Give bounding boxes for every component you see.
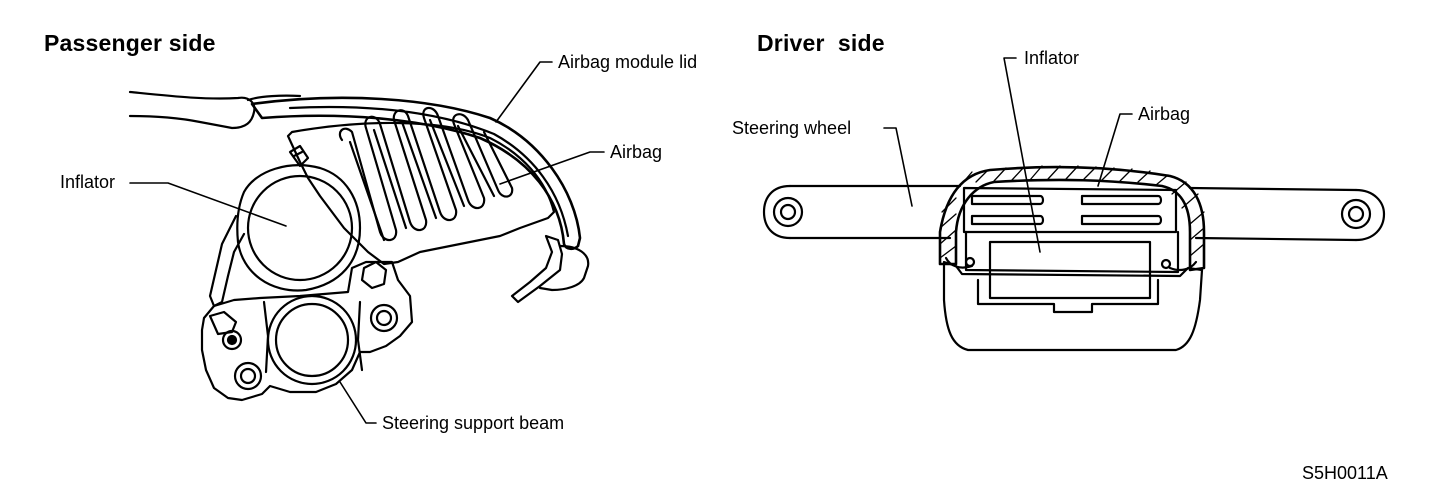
label-steering-support-beam: Steering support beam [382, 413, 565, 433]
pad-cover [940, 167, 1204, 270]
steering-wheel-spoke-left [790, 186, 960, 238]
bracket-lower [202, 262, 412, 400]
spoke-bolt-left [774, 198, 802, 226]
dashboard-lip [248, 96, 300, 100]
dashboard-panel [130, 92, 254, 128]
inner-clip-right [1170, 262, 1196, 270]
beam-clamp [264, 302, 362, 372]
label-driver-inflator: Inflator [1024, 48, 1080, 68]
folded-airbag [340, 108, 512, 240]
module-frame [966, 232, 1178, 272]
leader-driver-inflator [1004, 58, 1040, 252]
label-steering-wheel: Steering wheel [732, 118, 852, 138]
inflator-mount [978, 280, 1158, 312]
mounting-bracket [210, 216, 244, 306]
nut [362, 262, 386, 288]
inflator-housing [237, 165, 360, 290]
label-driver-airbag: Airbag [1138, 104, 1191, 124]
driver-side-title: Driver side [757, 30, 885, 56]
leader-lid [496, 62, 552, 122]
module-housing [288, 123, 554, 264]
clip-screw [1162, 260, 1170, 268]
label-passenger-airbag: Airbag [610, 142, 663, 162]
leader-airbag [500, 152, 604, 184]
driver-airbag-inner [964, 188, 1176, 232]
leader-inflator [130, 183, 286, 226]
leader-beam [340, 382, 376, 423]
pad-hatching [940, 166, 1204, 258]
label-passenger-inflator: Inflator [60, 172, 116, 192]
passenger-side-title: Passenger side [44, 30, 216, 56]
spoke-end-right [1356, 190, 1384, 240]
spoke-end-left [764, 186, 790, 238]
driver-side-illustration [764, 58, 1384, 350]
folded-airbag-inner [350, 120, 494, 240]
driver-airbag-fold [972, 196, 1161, 224]
bolt [371, 305, 397, 331]
inflator-canister [248, 176, 352, 280]
bolt [235, 363, 261, 389]
steering-support-beam-inner [276, 304, 348, 376]
nut [210, 312, 236, 334]
lid-inner-edge [290, 107, 568, 236]
module-base [944, 262, 1202, 350]
leader-driver-airbag [1098, 114, 1132, 186]
clip-screw [966, 258, 974, 266]
driver-inflator [990, 242, 1150, 298]
lid-hook [540, 246, 588, 290]
steering-support-beam [268, 296, 356, 384]
passenger-side-illustration [130, 62, 604, 423]
label-airbag-module-lid: Airbag module lid [558, 52, 698, 72]
figure-code: S5H0011A [1302, 463, 1388, 483]
spoke-bolt-right [1342, 200, 1370, 228]
steering-wheel-spoke-right [1190, 188, 1356, 240]
inflator-bracket [290, 146, 308, 166]
leader-wheel [884, 128, 912, 206]
lid-tab [512, 236, 562, 302]
